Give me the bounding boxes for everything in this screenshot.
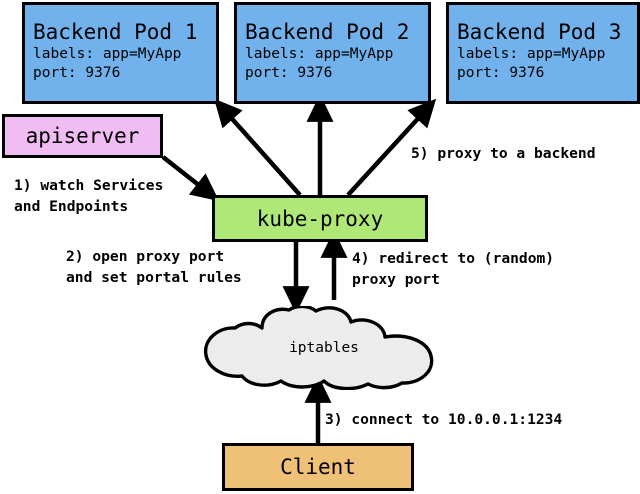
pod-port: port: 9376: [457, 65, 545, 82]
step-1-caption: 1) watch Services and Endpoints: [14, 177, 164, 215]
pod-title: Backend Pod 2: [245, 20, 410, 45]
pod-port: port: 9376: [33, 65, 121, 82]
pod-labels: labels: app=MyApp: [457, 45, 606, 62]
step-2-caption: 2) open proxy port and set portal rules: [66, 248, 242, 286]
edge-kubeproxy-to-pod1: [214, 98, 302, 197]
iptables-label: iptables: [289, 340, 359, 356]
pod-port: port: 9376: [245, 65, 333, 82]
apiserver-node: apiserver: [2, 114, 163, 158]
backend-pod-3: Backend Pod 3 labels: app=MyApp port: 93…: [446, 2, 640, 104]
kube-proxy-label: kube-proxy: [256, 206, 384, 231]
edge-apiserver-to-kubeproxy: [161, 155, 220, 202]
apiserver-label: apiserver: [25, 124, 140, 148]
pod-labels: labels: app=MyApp: [245, 45, 394, 62]
client-node: Client: [222, 443, 414, 491]
kube-proxy-node: kube-proxy: [212, 195, 428, 242]
client-label: Client: [280, 455, 356, 479]
backend-pod-2: Backend Pod 2 labels: app=MyApp port: 93…: [234, 2, 431, 104]
cloud-shape: [203, 304, 434, 391]
step-5-caption: 5) proxy to a backend: [411, 145, 596, 162]
step-4-caption: 4) redirect to (random) proxy port: [352, 250, 555, 288]
pod-title: Backend Pod 1: [33, 20, 198, 45]
iptables-cloud: iptables: [188, 304, 466, 391]
pod-labels: labels: app=MyApp: [33, 45, 182, 62]
backend-pod-1: Backend Pod 1 labels: app=MyApp port: 93…: [22, 2, 219, 104]
pod-title: Backend Pod 3: [457, 20, 622, 45]
step-3-caption: 3) connect to 10.0.0.1:1234: [325, 411, 563, 428]
